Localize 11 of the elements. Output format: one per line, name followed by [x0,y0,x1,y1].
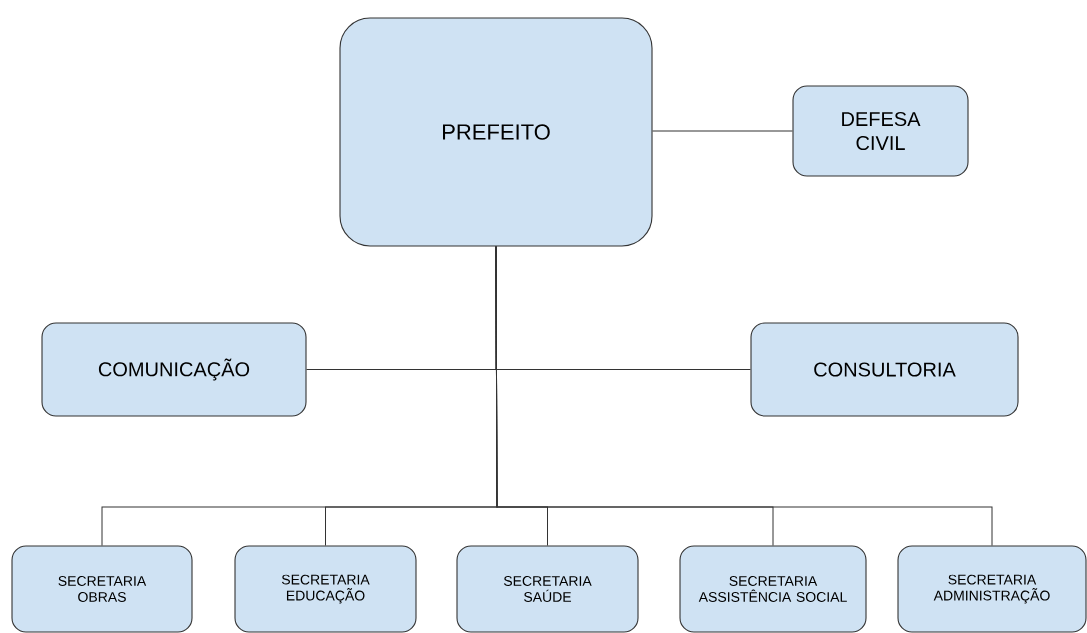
department-box: SECRETARIA ADMINISTRAÇÃO [897,545,1087,633]
connector-line [495,246,993,546]
connector-line [652,130,793,132]
unit-box: DEFESA CIVIL [792,85,969,177]
unit-box: COMUNICAÇÃO [41,322,307,417]
department-box: SECRETARIA EDUCAÇÃO [234,545,417,633]
department-box: SECRETARIA OBRAS [11,545,193,633]
department-box: SECRETARIA SAÚDE [456,545,639,633]
head-box: PREFEITO [339,17,653,247]
department-box: SECRETARIA ASSISTÊNCIA SOCIAL [679,545,867,633]
unit-box: CONSULTORIA [750,322,1019,417]
